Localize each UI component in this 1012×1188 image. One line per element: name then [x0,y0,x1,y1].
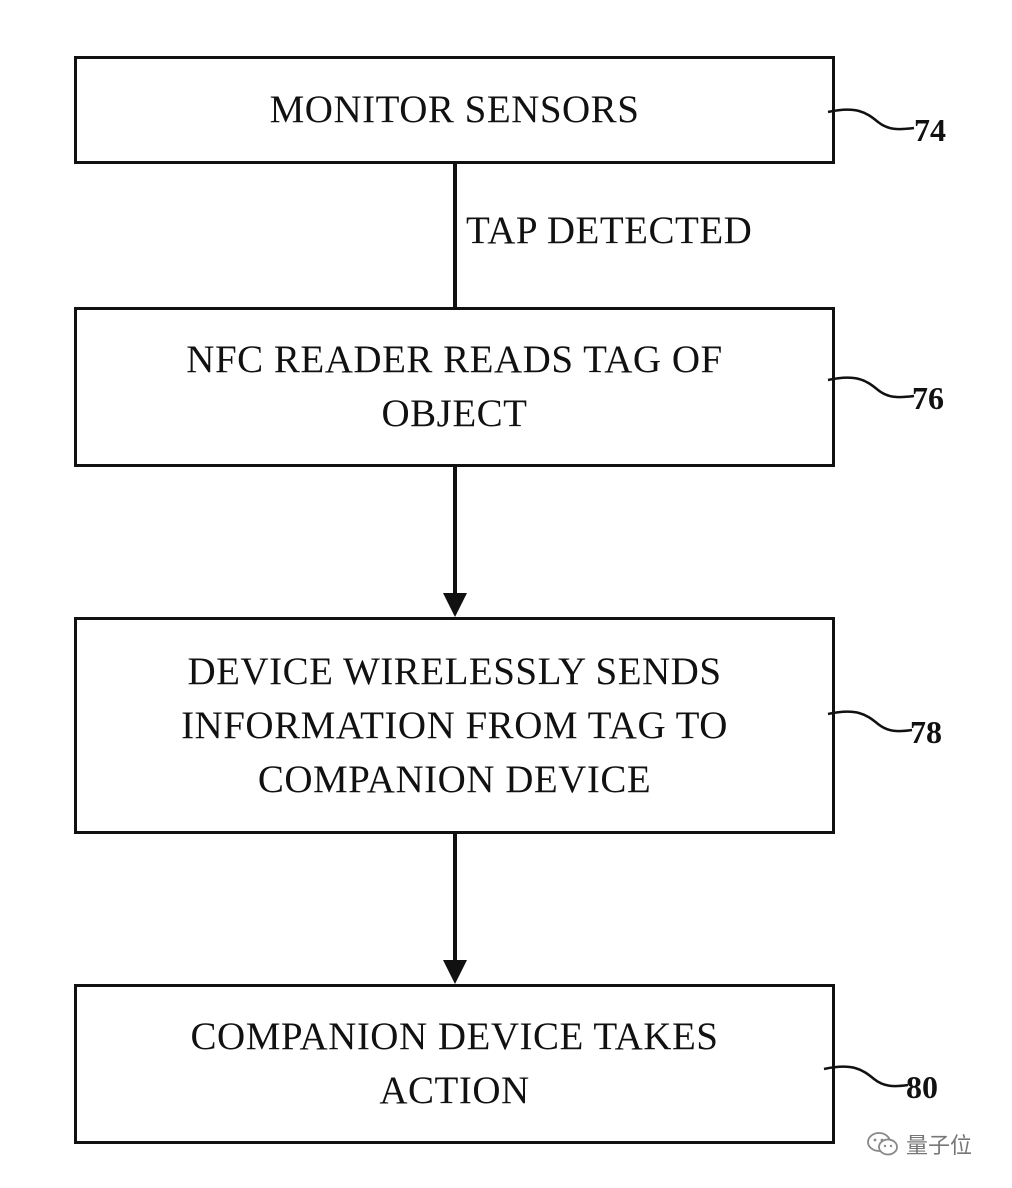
connector-74-76 [453,164,457,307]
step-text-74: MONITOR SENSORS [269,88,640,131]
connector-76-78 [453,467,457,595]
ref-leader-76 [827,376,915,399]
edge-label-tap-detected: TAP DETECTED [466,209,753,252]
ref-number-76: 76 [912,380,944,416]
watermark: 量子位 [866,1128,972,1160]
step-box-80: COMPANION DEVICE TAKES ACTION [74,984,835,1144]
wechat-icon [867,1132,898,1156]
step-text-80: COMPANION DEVICE TAKES ACTION [190,1015,719,1112]
ref-number-78: 78 [910,714,942,750]
step-box-78: DEVICE WIRELESSLY SENDS INFORMATION FROM… [74,617,835,834]
arrowhead-76-78 [443,593,467,617]
step-box-74: MONITOR SENSORS [74,56,835,164]
ref-number-74: 74 [914,112,946,148]
ref-leader-80 [823,1065,909,1088]
ref-number-80: 80 [906,1069,938,1105]
arrowhead-78-80 [443,960,467,984]
ref-leader-78 [827,710,913,733]
watermark-text: 量子位 [906,1134,973,1159]
step-text-76: NFC READER READS TAG OF OBJECT [186,338,723,435]
step-box-76: NFC READER READS TAG OF OBJECT [74,307,835,467]
ref-leader-74 [827,108,915,131]
step-text-78: DEVICE WIRELESSLY SENDS INFORMATION FROM… [181,649,728,801]
connector-78-80 [453,834,457,962]
